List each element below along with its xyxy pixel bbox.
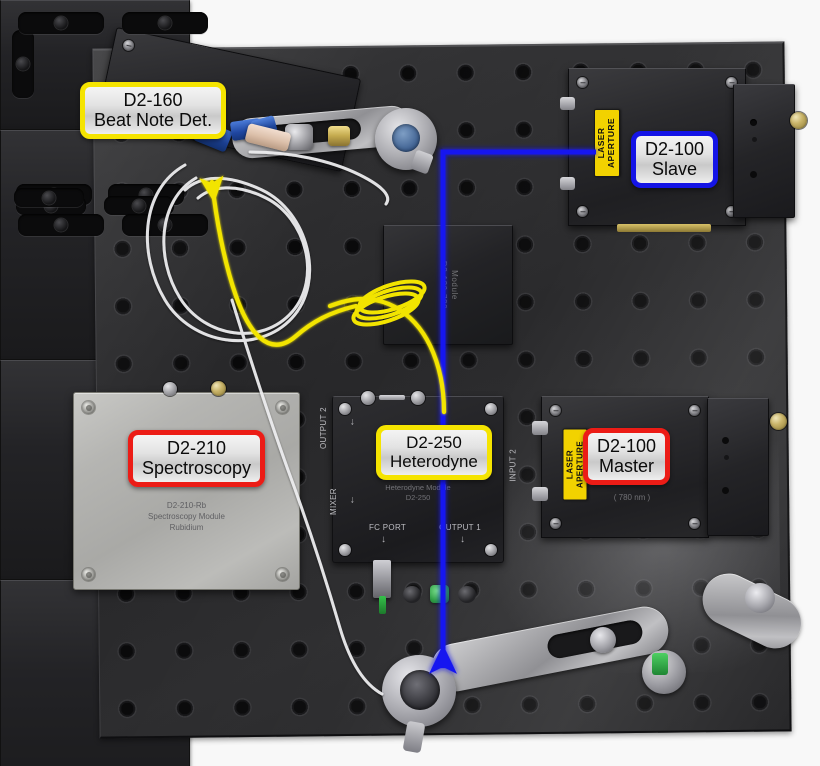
callout-beat-note-detector[interactable]: D2-160 Beat Note Det. <box>80 82 227 140</box>
callout-heterodyne[interactable]: D2-250 Heterodyne <box>376 425 492 481</box>
port-label-output-2: OUTPUT 2 <box>319 407 328 449</box>
adjustment-knob[interactable] <box>560 177 575 190</box>
sma-port-top-1 <box>361 391 375 405</box>
port-hole <box>724 455 729 460</box>
rail-slot <box>104 196 174 215</box>
screw <box>689 405 700 416</box>
port-arrow-output-2: ← <box>346 417 357 427</box>
callout-line-2: Beat Note Det. <box>94 110 213 131</box>
callout-line-1: D2-160 <box>123 90 183 110</box>
port-label-output-1: OUTPUT 1 <box>439 523 481 532</box>
port-hole <box>750 171 757 178</box>
callout-master-laser[interactable]: D2-100 Master <box>583 428 671 486</box>
screw <box>726 206 737 217</box>
laser-aperture-warning-sticker: LASER APERTURE <box>594 109 620 177</box>
screw-corner <box>339 403 351 415</box>
mirror-mount-center-top <box>392 124 420 152</box>
callout-line-2: Slave <box>652 159 698 180</box>
port-hole <box>722 487 729 494</box>
screw <box>82 568 95 581</box>
screw <box>726 77 737 88</box>
screw <box>577 77 588 88</box>
rail-slot <box>12 30 34 98</box>
sma-connector <box>163 382 177 396</box>
adjustment-knob[interactable] <box>532 421 548 435</box>
port-arrow-output-1: ↓ <box>460 534 465 545</box>
callout-line-1: D2-100 <box>597 436 657 456</box>
screw <box>276 568 289 581</box>
port-hole <box>750 119 757 126</box>
tapered-amplifier-module: Module D2-120-780 <box>383 225 513 345</box>
sma-connector-brass <box>328 126 350 146</box>
rail-slot <box>18 12 104 34</box>
port-arrow-mixer: ← <box>346 495 357 505</box>
rail-slot <box>122 12 208 34</box>
master-laser-rear-block <box>707 398 769 536</box>
module-trace <box>379 395 405 400</box>
screw <box>577 206 588 217</box>
adjustment-knob[interactable] <box>560 97 575 110</box>
port-hole <box>752 137 757 142</box>
screw <box>276 401 289 414</box>
collimator-adjuster[interactable] <box>402 720 426 754</box>
fiber-adapter-black-2 <box>458 586 476 603</box>
callout-line-2: Heterodyne <box>390 452 478 472</box>
adjustment-knob[interactable] <box>532 487 548 501</box>
rail-slot <box>18 214 104 236</box>
fc-port-connector <box>373 560 391 598</box>
port-label-mixer: MIXER <box>329 488 338 515</box>
spectroscopy-silkscreen: D2-210-Rb Spectroscopy Module Rubidium <box>148 501 225 532</box>
spectroscopy-module: D2-210-Rb Spectroscopy Module Rubidium <box>73 392 300 590</box>
heterodyne-silkscreen: Heterodyne Module D2-250 <box>385 483 451 503</box>
screw-corner <box>485 544 497 556</box>
screw-corner <box>485 403 497 415</box>
slave-laser-rear-block <box>733 84 795 218</box>
fiber-ferrule-green-right <box>652 653 668 675</box>
port-label-fc-port: FC PORT <box>369 523 407 532</box>
port-arrow-fc-port: ↓ <box>381 534 386 545</box>
fc-port-ferrule-green <box>379 596 386 614</box>
fiber-adapter-black-1 <box>403 586 421 603</box>
callout-line-2: Spectroscopy <box>142 458 252 479</box>
mirror-mount-screw-bottom <box>590 627 616 653</box>
sma-connector-master <box>770 413 787 430</box>
screw <box>550 405 561 416</box>
sma-port-top-2 <box>411 391 425 405</box>
fiber-adapter-green <box>430 585 449 603</box>
callout-line-1: D2-250 <box>406 433 462 452</box>
callout-spectroscopy[interactable]: D2-210 Spectroscopy <box>128 430 266 488</box>
screw <box>122 38 136 52</box>
collimator-center-aperture <box>400 670 440 710</box>
rail-slot <box>122 214 208 236</box>
mirror-mount-screw-right <box>745 583 775 613</box>
tapered-amp-silkscreen: Module D2-120-780 <box>439 260 459 310</box>
screw <box>689 518 700 529</box>
port-label-input-2: INPUT 2 <box>509 449 518 482</box>
screw <box>82 401 95 414</box>
screw <box>550 518 561 529</box>
callout-line-1: D2-100 <box>645 139 705 159</box>
rail-slot <box>14 188 84 207</box>
laser-gold-strip <box>617 224 711 232</box>
port-hole <box>722 437 729 444</box>
callout-line-1: D2-210 <box>167 438 227 458</box>
sma-connector <box>211 381 226 396</box>
callout-line-2: Master <box>599 456 655 477</box>
sma-connector-slave <box>790 112 807 129</box>
master-wavelength-silkscreen: ( 780 nm ) <box>613 493 651 502</box>
screw-corner <box>339 544 351 556</box>
callout-slave-laser[interactable]: D2-100 Slave <box>631 131 719 189</box>
